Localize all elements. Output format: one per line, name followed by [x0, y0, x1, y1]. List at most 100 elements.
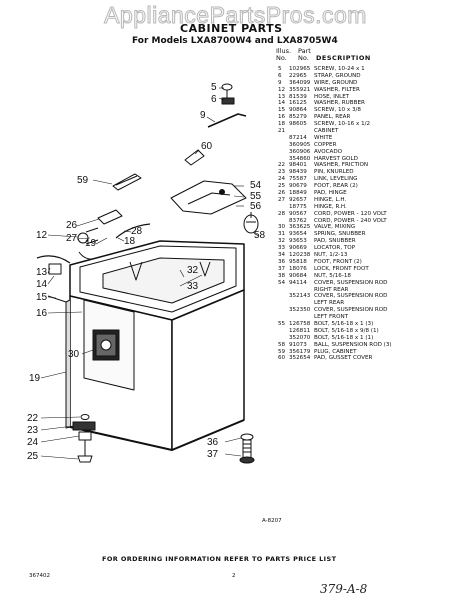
part-number: 352143	[289, 293, 311, 300]
part-illus-no: 27	[278, 196, 286, 203]
figure-code: A-8207	[262, 518, 282, 524]
header-description: DESCRIPTION	[316, 54, 371, 62]
part-number: 93653	[289, 238, 307, 245]
header-illus: Illus.	[276, 47, 292, 55]
part-number: 81539	[289, 93, 307, 100]
callout-36: 36	[207, 437, 219, 448]
part-number: 354860	[289, 155, 311, 162]
part-number: 92657	[289, 196, 307, 203]
part-number: 18076	[289, 265, 307, 272]
part-number: 98439	[289, 169, 307, 176]
valve-part-30	[92, 329, 120, 361]
part-description: SCREW, 10 x 3/8	[314, 107, 361, 114]
part-description: VALVE, MIXING	[314, 224, 356, 231]
callout-16: 16	[36, 308, 48, 319]
callout-24: 24	[27, 437, 39, 448]
callout-58: 58	[254, 230, 266, 241]
header-part-no: No.	[298, 54, 309, 62]
callout-55: 55	[250, 191, 262, 202]
part-description: NUT, 5/16-18	[314, 272, 351, 279]
callout-33: 33	[187, 281, 199, 292]
parts-row: LEFT FRONT	[276, 314, 466, 321]
watermark: AppliancePartsPros.com	[104, 2, 367, 29]
part-illus-no: 58	[278, 341, 286, 348]
part-description: WIRE, GROUND	[314, 79, 358, 86]
part-number: 90679	[289, 183, 307, 190]
part-number: 85279	[289, 114, 307, 121]
callout-26: 26	[66, 220, 78, 231]
part-illus-no: 22	[278, 162, 286, 169]
part-description: BOLT, 5/16-18 x 1 (3)	[314, 320, 374, 327]
suspension-cover-part-54	[170, 180, 247, 215]
callout-27: 27	[66, 233, 78, 244]
callout-15: 15	[36, 292, 48, 303]
part-number: 360905	[289, 141, 311, 148]
part-number: 352070	[289, 334, 311, 341]
parts-row: LEFT REAR	[276, 300, 466, 307]
part-description: NUT, 1/2-13	[314, 252, 348, 259]
part-description: SPRING, SNUBBER	[314, 231, 366, 238]
part-number: 18849	[289, 190, 307, 197]
part-number: 90669	[289, 245, 307, 252]
part-description: LOCK, FRONT FOOT	[314, 265, 369, 272]
document-number: 367402	[29, 573, 50, 579]
ordering-info-note: FOR ORDERING INFORMATION REFER TO PARTS …	[102, 555, 337, 563]
part-description: PIN, KNURLED	[314, 169, 354, 176]
header-part: Part	[298, 47, 311, 55]
part-description: FOOT, REAR (2)	[314, 183, 358, 190]
part-description: LINK, LEVELING	[314, 176, 358, 183]
callout-5: 5	[211, 82, 217, 93]
part-number: 75587	[289, 176, 307, 183]
part-number: 18775	[289, 203, 307, 210]
part-illus-no: 9	[278, 79, 282, 86]
part-illus-no: 60	[278, 355, 286, 362]
part-description: SCREW, 10-16 x 1/2	[314, 121, 371, 128]
part-illus-no: 59	[278, 348, 286, 355]
page-title: CABINET PARTS	[180, 22, 283, 35]
callout-54: 54	[250, 180, 262, 191]
part-number: 352654	[289, 355, 311, 362]
hinge-part-27	[97, 209, 123, 225]
part-illus-no: 15	[278, 107, 286, 114]
part-illus-no: 31	[278, 231, 286, 238]
part-illus-no: 30	[278, 224, 286, 231]
part-number: 120238	[289, 252, 311, 259]
part-number: 352350	[289, 307, 311, 314]
part-description: SCREW, 10-24 x 1	[314, 66, 365, 72]
part-number: 360906	[289, 148, 311, 155]
part-number: 126811	[289, 327, 311, 334]
part-description: COVER, SUSPENSION ROD	[314, 307, 388, 314]
callout-32: 32	[187, 265, 199, 276]
part-description: BALL, SUSPENSION ROD (3)	[314, 341, 392, 348]
callout-19-upper: 19	[85, 238, 97, 249]
header-no: No.	[276, 54, 287, 62]
part-illus-no: 54	[278, 279, 286, 286]
page-subtitle: For Models LXA8700W4 and LXA8705W4	[132, 36, 338, 46]
part-illus-no: 13	[278, 93, 286, 100]
part-illus-no: 18	[278, 121, 286, 128]
hose-part-13	[36, 255, 71, 264]
